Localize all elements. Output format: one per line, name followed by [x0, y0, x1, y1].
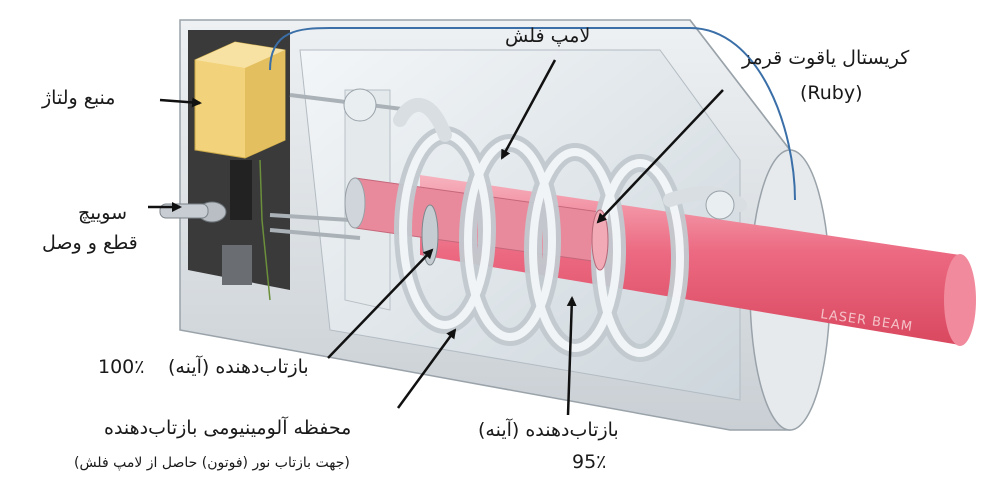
- ruby-crystal-label: کریستال یاقوت قرمز: [742, 47, 910, 69]
- leader-arrows: [148, 59, 724, 416]
- mirror-95-percent: 95٪: [572, 451, 607, 473]
- voltage-source-box: [194, 41, 286, 159]
- flash-lamp-label: لامپ فلش: [505, 25, 591, 47]
- housing-label: محفظه آلومینیومی بازتاب‌دهنده: [104, 417, 352, 439]
- switch-label-line1: سوییچ: [78, 202, 128, 224]
- arrow-mirror-100: [327, 248, 434, 359]
- arrow-flash-lamp: [500, 59, 557, 160]
- arrow-ruby: [596, 89, 724, 224]
- voltage-source-label: منبع ولتاژ: [42, 87, 116, 109]
- arrow-housing: [396, 328, 457, 409]
- arrow-voltage-source: [159, 97, 202, 108]
- arrow-mirror-95: [566, 296, 577, 416]
- housing-sublabel: (جهت بازتاب نور (فوتون) حاصل از لامپ فلش…: [74, 455, 350, 471]
- wire: [269, 27, 796, 201]
- mirror-100-disc: [421, 204, 439, 266]
- mirror-95-label: بازتاب‌دهنده (آینه): [478, 419, 619, 441]
- ruby-en-label: (Ruby): [800, 82, 863, 104]
- switch-label-line2: قطع و وصل: [42, 232, 138, 254]
- wire: [259, 159, 271, 301]
- mirror-100-percent: 100٪: [98, 356, 145, 378]
- mirror-100-label: بازتاب‌دهنده (آینه): [168, 356, 309, 378]
- mirror-95-disc: [591, 209, 609, 271]
